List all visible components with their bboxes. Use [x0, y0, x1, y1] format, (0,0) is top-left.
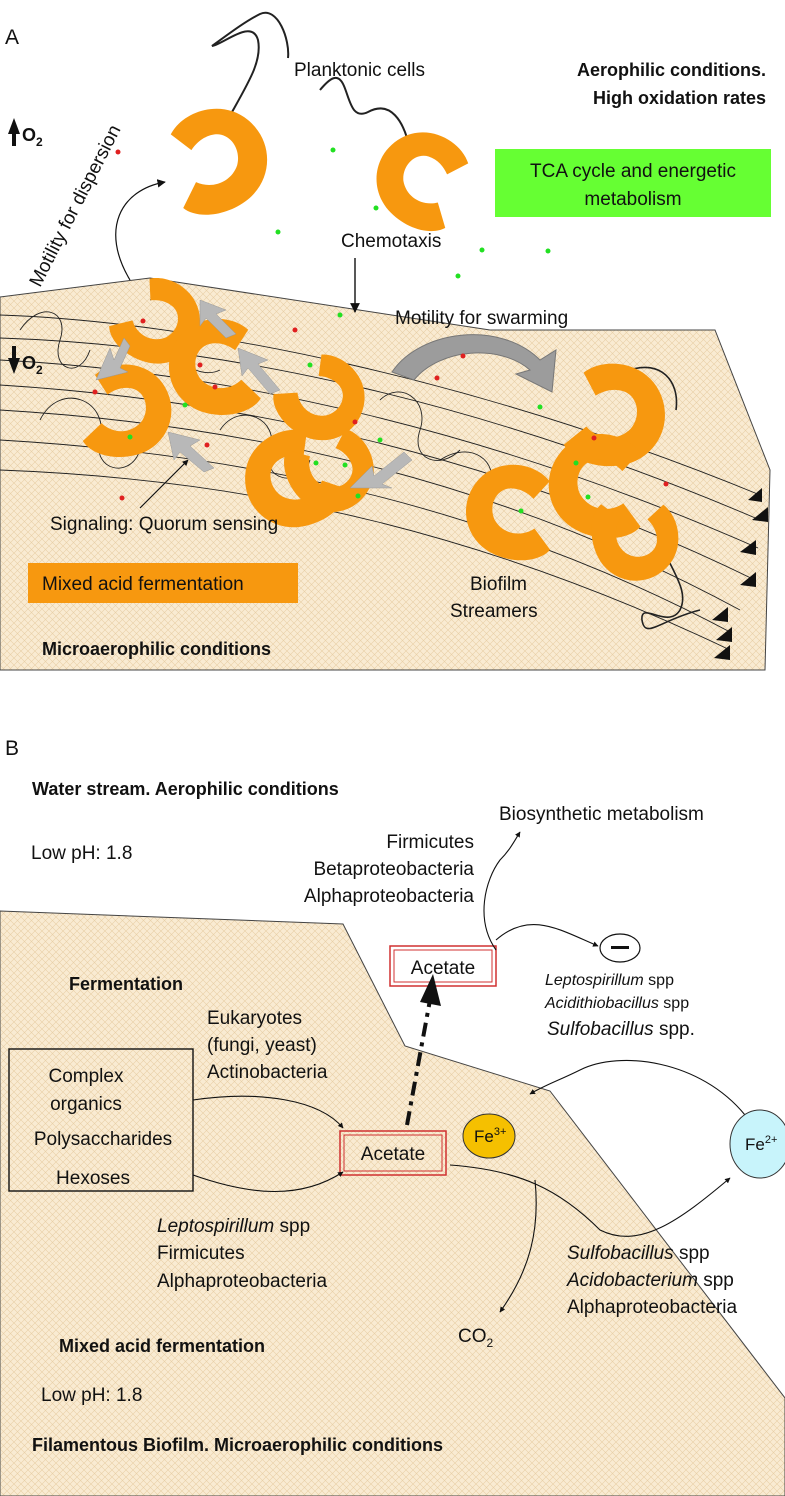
red-dots — [92, 149, 669, 501]
lepto-group: Leptospirillum spp — [157, 1216, 310, 1237]
substrate-4: Hexoses — [56, 1168, 130, 1189]
o2-top-label: O2 — [22, 125, 43, 149]
fe3-icon — [462, 1113, 516, 1159]
right-bottom-3: Alphaproteobacteria — [567, 1297, 737, 1318]
substrate-1: Complex — [49, 1066, 124, 1087]
flagellum — [211, 11, 290, 113]
mixed-acid-label-b: Mixed acid fermentation — [59, 1336, 265, 1356]
fe2-icon — [729, 1109, 785, 1179]
mixed-acid-box-a — [28, 563, 298, 603]
right-top-3: Sulfobacillus spp. — [547, 1019, 695, 1040]
planktonic-cell — [144, 89, 286, 231]
planktonic-label: Planktonic cells — [294, 60, 425, 81]
lepto-arrow — [192, 1171, 344, 1193]
fe-oxidation-arrow — [529, 1060, 746, 1116]
fe-reduction-arrow — [449, 1164, 731, 1237]
dash-dot-arrow-head — [420, 974, 441, 1006]
flagellum — [319, 76, 411, 151]
chemotaxis-label: Chemotaxis — [341, 231, 441, 252]
right-top-2: Acidithiobacillus spp — [544, 995, 689, 1012]
panel-label-a: A — [5, 26, 19, 49]
o2-bottom-label: O2 — [22, 353, 43, 377]
biofilm-region-b — [0, 910, 785, 1496]
quorum-pointer — [139, 459, 189, 509]
tca-box — [495, 149, 771, 217]
low-ph-top: Low pH: 1.8 — [31, 843, 132, 864]
microaerophilic-label-a: Microaerophilic conditions — [42, 639, 271, 659]
lower-group-1: Firmicutes — [157, 1243, 245, 1264]
acetate-top-label: Acetate — [411, 958, 475, 979]
quorum-label: Signaling: Quorum sensing — [50, 514, 278, 535]
biosynthetic-arrow — [483, 831, 521, 951]
upper-group-2: (fungi, yeast) — [207, 1035, 317, 1056]
fe2-label: Fe2+ — [745, 1134, 777, 1154]
biofilm-label-1: Biofilm — [470, 574, 527, 595]
fe3-label: Fe3+ — [474, 1126, 506, 1146]
tca-label-2: metabolism — [584, 189, 681, 210]
panel-a: A Planktonic cells Aerophilic conditions… — [0, 11, 771, 671]
eukaryote-arrow — [192, 1095, 344, 1129]
top-group-1: Firmicutes — [386, 832, 474, 853]
upper-group-1: Eukaryotes — [207, 1008, 302, 1029]
biofilm-label-2: Streamers — [450, 601, 538, 622]
right-top-1: Leptospirillum spp — [545, 972, 674, 989]
upper-group-3: Actinobacteria — [207, 1062, 328, 1083]
o2-down-icon — [8, 346, 20, 374]
acetate-mid-label: Acetate — [361, 1144, 425, 1165]
substrate-2: organics — [50, 1094, 122, 1115]
mixed-acid-label-a: Mixed acid fermentation — [42, 574, 244, 595]
minus-sign — [611, 946, 629, 949]
aerophilic-label-2: High oxidation rates — [593, 88, 766, 108]
swarming-arrow — [391, 334, 557, 393]
o2-up-icon — [8, 118, 20, 146]
water-stream-label: Water stream. Aerophilic conditions — [32, 779, 339, 799]
inhibition-arrow — [495, 924, 599, 947]
top-group-2: Betaproteobacteria — [313, 859, 474, 880]
planktonic-cell — [357, 113, 491, 246]
aerophilic-label-1: Aerophilic conditions. — [577, 60, 766, 80]
low-ph-bottom: Low pH: 1.8 — [41, 1385, 142, 1406]
tca-label-1: TCA cycle and energetic — [530, 161, 736, 182]
top-group-3: Alphaproteobacteria — [304, 886, 474, 907]
fermentation-label: Fermentation — [69, 974, 183, 994]
acetate-box-mid — [339, 1130, 447, 1176]
dash-dot-arrow — [405, 999, 432, 1126]
co2-arrow — [499, 1179, 537, 1313]
panel-label-b: B — [5, 737, 19, 760]
right-bottom-2: Acidobacterium spp — [566, 1270, 734, 1291]
quorum-arrows — [95, 299, 413, 489]
right-bottom-1: Sulfobacillus spp — [567, 1243, 710, 1264]
swarming-label: Motility for swarming — [395, 308, 568, 329]
dispersion-arrow — [115, 179, 166, 281]
biosynthetic-label: Biosynthetic metabolism — [499, 804, 704, 825]
substrate-3: Polysaccharides — [34, 1129, 172, 1150]
panel-b: B Water stream. Aerophilic conditions Lo… — [0, 737, 785, 1496]
filamentous-label: Filamentous Biofilm. Microaerophilic con… — [32, 1435, 443, 1455]
lower-group-2: Alphaproteobacteria — [157, 1271, 327, 1292]
streamer-tips — [712, 488, 768, 660]
flagellum — [629, 366, 701, 630]
acetate-box-top — [389, 945, 497, 987]
green-dots — [127, 147, 591, 514]
co2-label: CO2 — [458, 1326, 494, 1350]
substrates-box — [8, 1048, 194, 1192]
